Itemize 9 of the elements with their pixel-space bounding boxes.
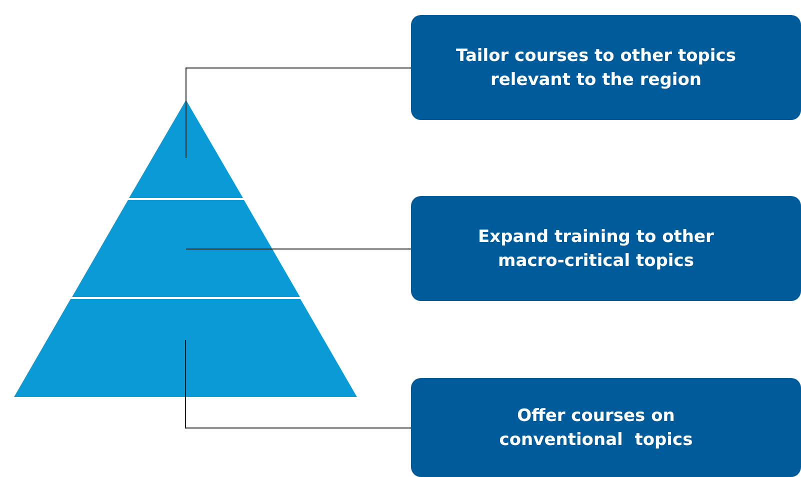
leader-line — [185, 340, 412, 428]
box-text: Expand training to other macro-critical topics — [477, 226, 715, 272]
leader-line — [186, 68, 412, 158]
text-box — [411, 378, 801, 477]
text-box — [411, 196, 801, 301]
box-text: Tailor courses to other topics relevant to the region — [455, 44, 737, 92]
leader-line — [186, 248, 412, 250]
box-text: Offer courses on conventional topics — [498, 404, 694, 452]
text-box — [411, 15, 801, 120]
